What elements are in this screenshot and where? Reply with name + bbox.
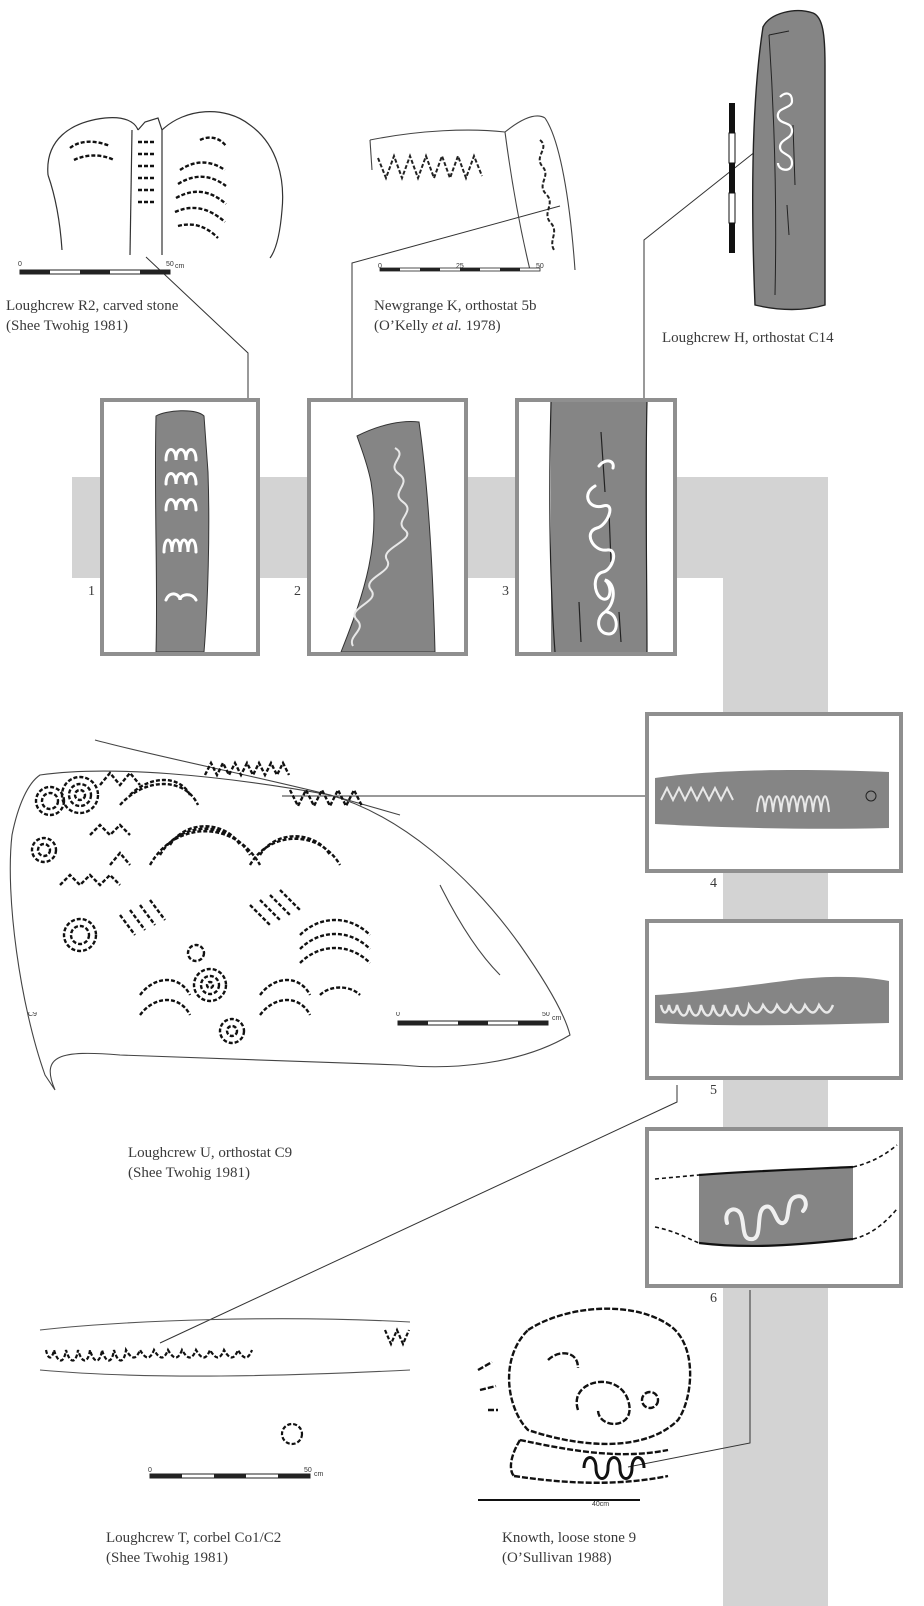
newgrange-ref-suffix: 1978) <box>462 318 501 334</box>
caption-r2-ref: (Shee Twohig 1981) <box>6 316 178 336</box>
t-scale-unit: cm <box>314 1471 324 1478</box>
drawing-loughcrew-u <box>0 735 580 1135</box>
caption-loughcrew-u: Loughcrew U, orthostat C9 (Shee Twohig 1… <box>128 1143 292 1183</box>
caption-u-ref: (Shee Twohig 1981) <box>128 1163 292 1183</box>
drawing-newgrange-k <box>360 100 590 280</box>
caption-newgrange-ref: (O’Kelly et al. 1978) <box>374 316 536 336</box>
caption-t-name: Loughcrew T, corbel Co1/C2 <box>106 1528 281 1548</box>
caption-t-ref: (Shee Twohig 1981) <box>106 1548 281 1568</box>
u-scale-unit: cm <box>552 1015 562 1022</box>
panel-6-number: 6 <box>710 1291 717 1307</box>
newgrange-scale-labels: 0 25 50 <box>360 261 590 275</box>
panel-2-number: 2 <box>294 584 301 600</box>
panel-4-number: 4 <box>710 876 717 892</box>
u-stone-id: C9 <box>28 1012 37 1018</box>
t-scale-labels: 0 50 cm <box>30 1464 450 1484</box>
knowth-scale-label: 40cm <box>592 1501 609 1508</box>
r2-scale-end: 50 <box>166 261 174 268</box>
t-scale-start: 0 <box>148 1467 152 1474</box>
panel-3 <box>515 398 677 656</box>
newgrange-ref-prefix: (O’Kelly <box>374 318 432 334</box>
caption-loughcrew-r2: Loughcrew R2, carved stone (Shee Twohig … <box>6 296 178 336</box>
caption-loughcrew-h: Loughcrew H, orthostat C14 <box>662 328 834 348</box>
panel-6 <box>645 1127 903 1288</box>
drawing-loughcrew-t <box>30 1310 450 1490</box>
panel-3-number: 3 <box>502 584 509 600</box>
newgrange-scale-mid: 25 <box>456 263 464 270</box>
drawing-loughcrew-h <box>725 5 835 325</box>
caption-newgrange-k: Newgrange K, orthostat 5b (O’Kelly et al… <box>374 296 536 336</box>
caption-u-name: Loughcrew U, orthostat C9 <box>128 1143 292 1163</box>
panel-1-stone <box>155 411 208 652</box>
u-scale-end: 50 <box>542 1012 550 1018</box>
caption-knowth: Knowth, loose stone 9 (O’Sullivan 1988) <box>502 1528 636 1568</box>
newgrange-ref-italic: et al. <box>432 318 462 334</box>
u-scale-start: 0 <box>396 1012 400 1018</box>
newgrange-scale-end: 50 <box>536 263 544 270</box>
panel-4 <box>645 712 903 873</box>
caption-loughcrew-t: Loughcrew T, corbel Co1/C2 (Shee Twohig … <box>106 1528 281 1568</box>
panel-2 <box>307 398 468 656</box>
t-scale-end: 50 <box>304 1467 312 1474</box>
panel-1-number: 1 <box>88 584 95 600</box>
h-scale-bar <box>729 103 735 253</box>
drawing-loughcrew-r2 <box>0 100 300 280</box>
h-stone <box>753 11 825 310</box>
caption-h-name: Loughcrew H, orthostat C14 <box>662 328 834 348</box>
caption-knowth-name: Knowth, loose stone 9 <box>502 1528 636 1548</box>
panel-5-stone <box>655 977 889 1025</box>
panel-6-stone <box>699 1167 853 1246</box>
caption-knowth-ref: (O’Sullivan 1988) <box>502 1548 636 1568</box>
caption-newgrange-name: Newgrange K, orthostat 5b <box>374 296 536 316</box>
r2-scale-start: 0 <box>18 261 22 268</box>
newgrange-scale-start: 0 <box>378 263 382 270</box>
caption-r2-name: Loughcrew R2, carved stone <box>6 296 178 316</box>
r2-scale-unit: cm <box>175 263 185 270</box>
panel-5 <box>645 919 903 1080</box>
u-scale-labels: C9 0 50 cm <box>0 1012 580 1032</box>
panel-5-number: 5 <box>710 1083 717 1099</box>
panel-1 <box>100 398 260 656</box>
drawing-knowth: 40cm <box>468 1300 708 1510</box>
r2-scale-labels: 0 50 cm <box>0 258 300 278</box>
